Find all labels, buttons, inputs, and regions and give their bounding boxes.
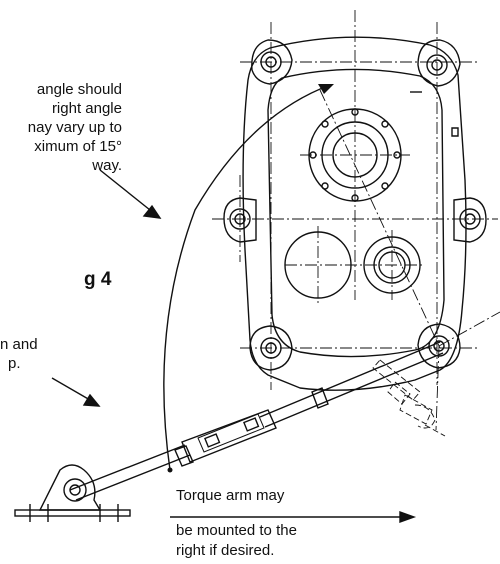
angle-note-line-2: right angle — [51, 100, 122, 117]
torque-note-line-2: be mounted to the — [176, 522, 297, 539]
mounting-bracket — [14, 464, 131, 522]
bottom-note-arrow — [51, 377, 91, 401]
bottom-left-note-line-2: p. — [8, 355, 21, 372]
angle-arc — [163, 84, 331, 471]
angle-arc-arrowhead — [318, 84, 334, 94]
torque-note-line-3: right if desired. — [176, 542, 275, 559]
bottom-left-note: n and p. — [0, 335, 38, 373]
housing-outline — [242, 36, 467, 391]
angle-note-arrow — [99, 169, 151, 211]
housing-inner — [267, 68, 445, 358]
angle-note: angle should right angle nay vary up to … — [28, 80, 122, 175]
bolt-lug-mid-right — [453, 197, 487, 243]
bottom-left-note-line-1: n and — [0, 336, 38, 353]
angle-note-line-5: way. — [92, 157, 122, 174]
torque-note-line-1: Torque arm may — [176, 487, 285, 504]
angle-note-line-4: ximum of 15° — [34, 138, 122, 155]
angle-note-line-1: angle should — [36, 81, 122, 98]
angle-note-line-3: nay vary up to — [27, 119, 122, 136]
figure-label: g 4 — [84, 269, 112, 290]
